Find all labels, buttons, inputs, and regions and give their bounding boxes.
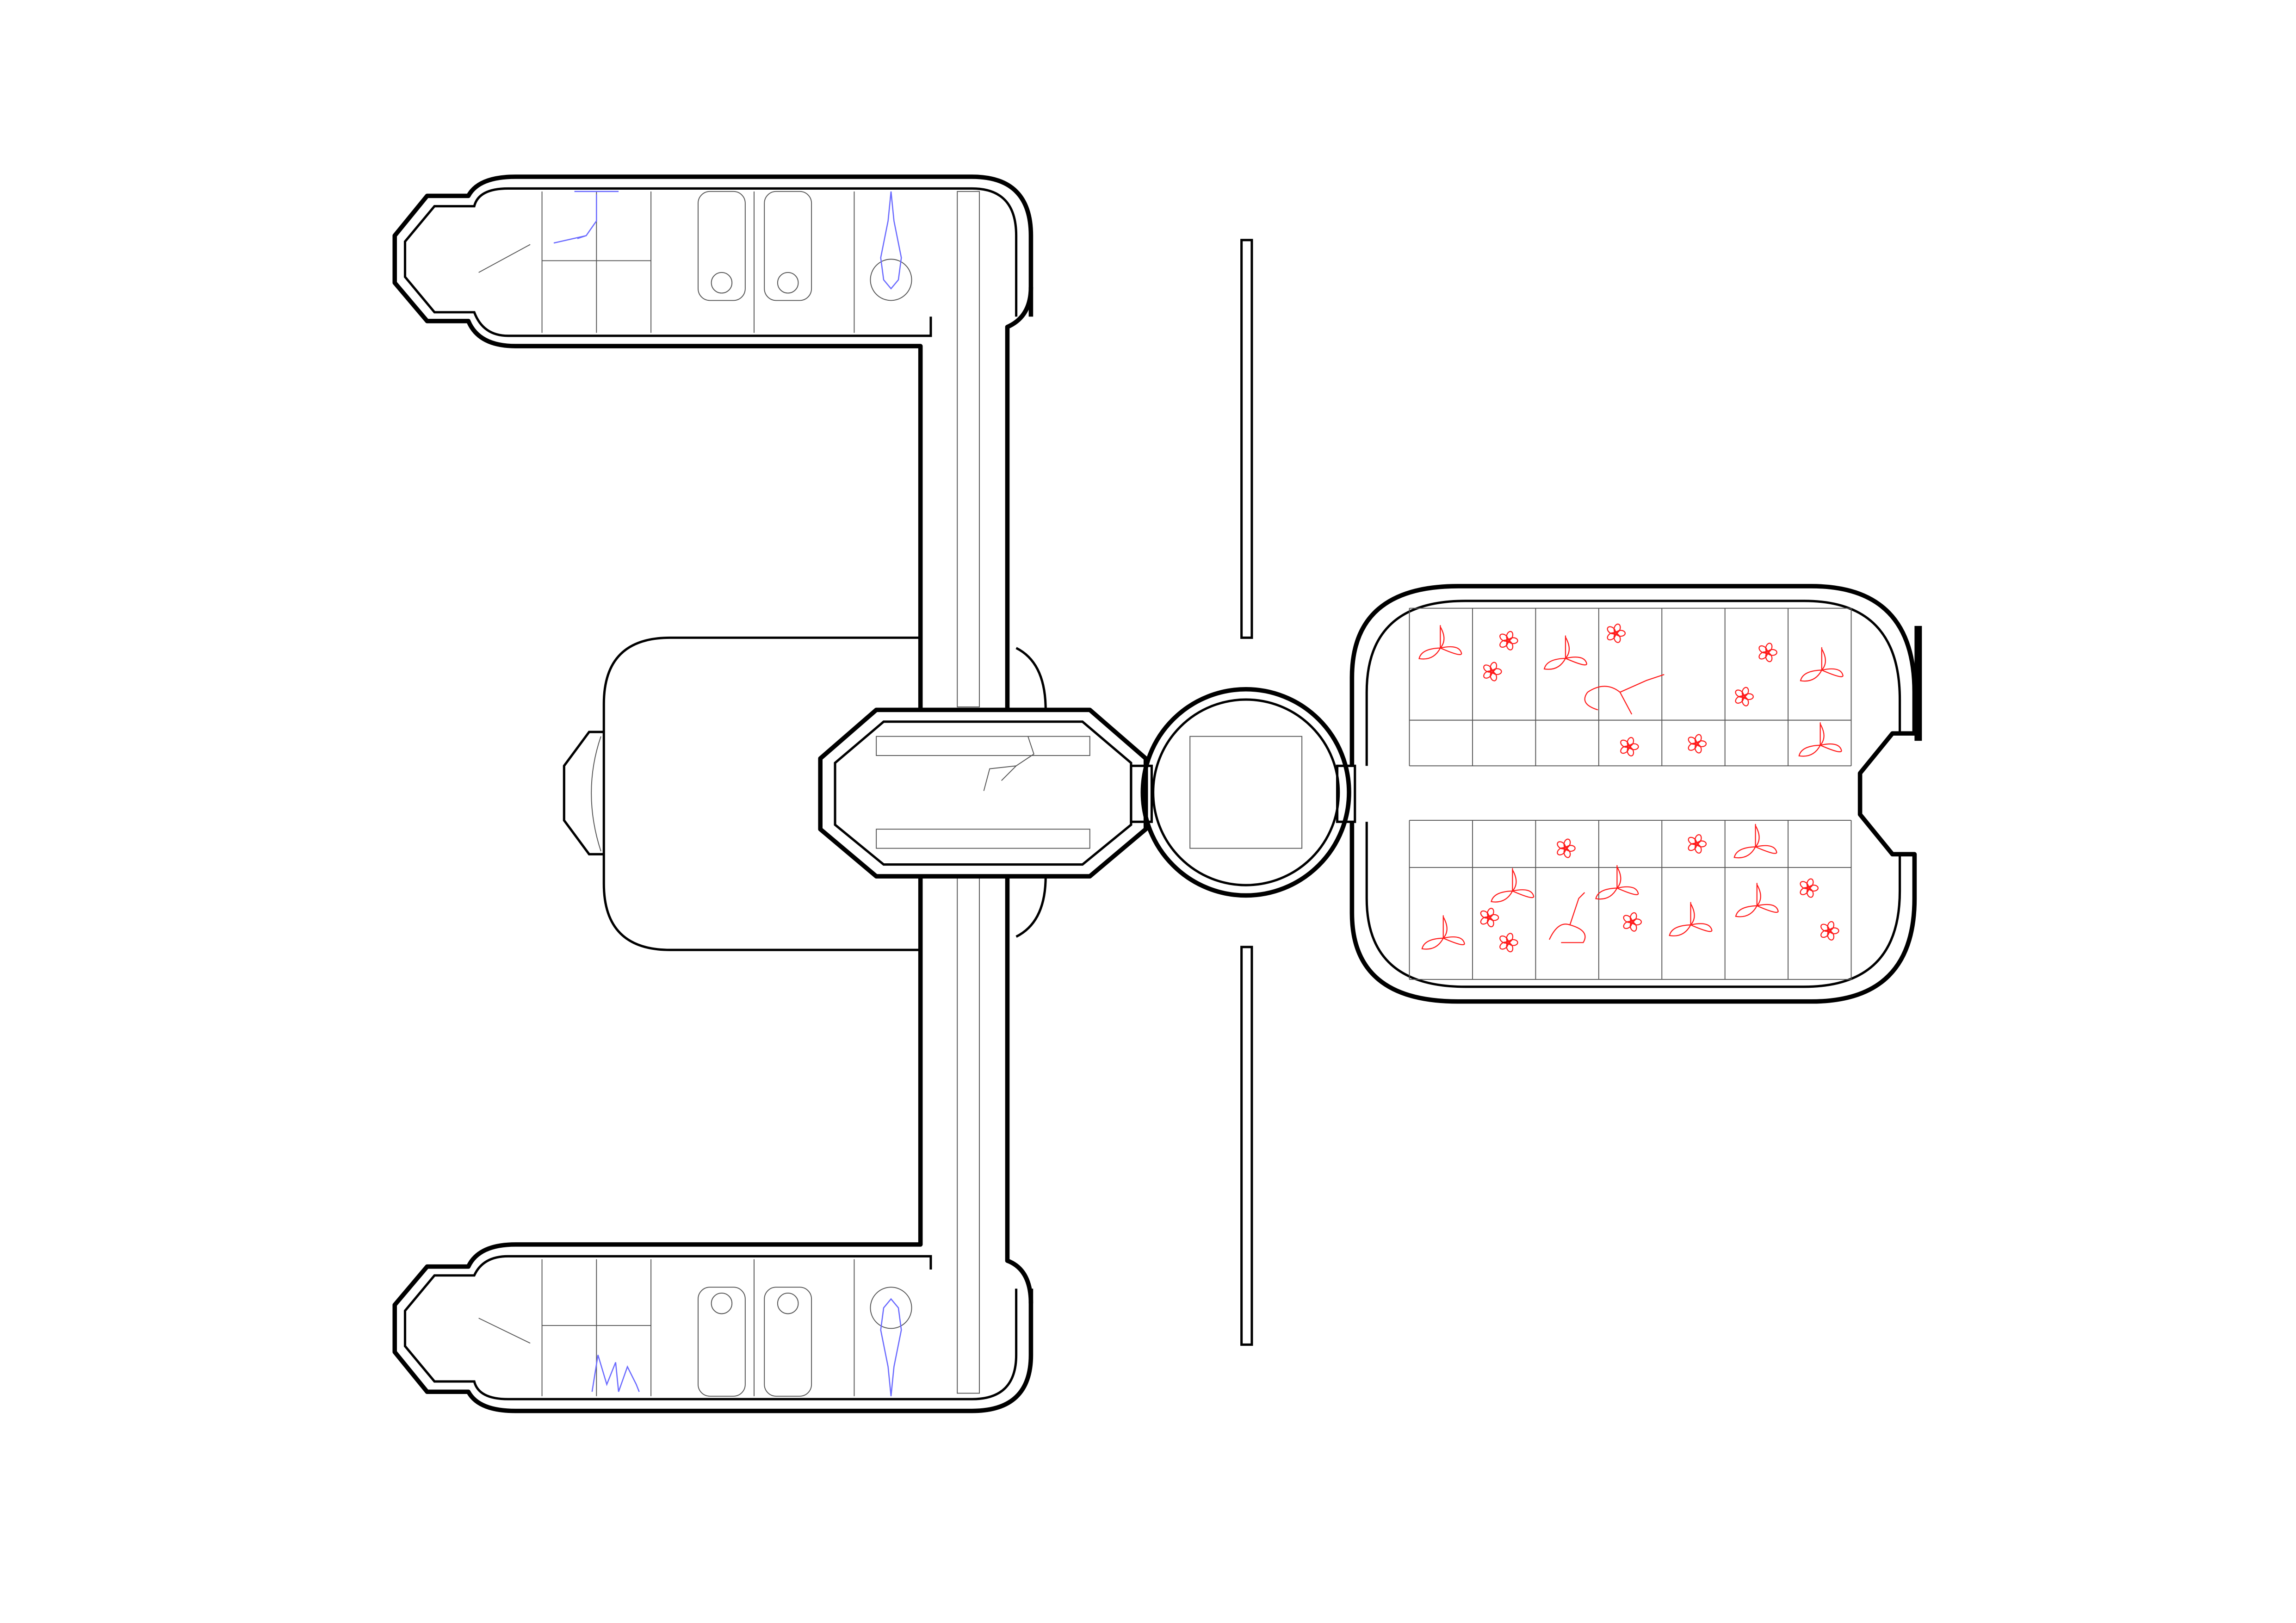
robotic-arm-icon [553, 191, 619, 244]
plant-icon [591, 1355, 640, 1392]
central-hub [563, 636, 1148, 951]
flower-icon [1499, 631, 1518, 650]
flower-icon [1735, 687, 1754, 706]
flower-icon [1499, 933, 1518, 953]
monstera-leaf-icon [1418, 625, 1462, 660]
monstera-leaf-icon [1669, 902, 1713, 936]
spherical-node [1130, 687, 1356, 898]
greenhouse-plants [1418, 623, 1844, 953]
flower-icon [1820, 921, 1839, 941]
ladder-icon [957, 191, 980, 707]
monstera-leaf-icon [1595, 865, 1639, 900]
flower-icon [1623, 912, 1642, 932]
greenhouse-module [1349, 584, 1922, 1004]
greenhouse-grid [1409, 607, 1852, 980]
top-habitat-module [392, 174, 1034, 710]
bottom-habitat-module [392, 876, 1034, 1413]
monstera-leaf-icon [1800, 647, 1844, 682]
floating-figure-icon [1548, 892, 1586, 943]
monstera-leaf-icon [1543, 635, 1587, 670]
monstera-leaf-icon [1491, 868, 1535, 903]
flower-icon [1620, 737, 1639, 756]
monstera-leaf-icon [1735, 883, 1779, 917]
sleep-pod-icon [764, 191, 812, 301]
standing-figure-icon [880, 191, 902, 290]
floating-figure-icon [1584, 674, 1665, 715]
flower-icon [1483, 662, 1502, 681]
ladder-icon [957, 877, 980, 1394]
seated-figure-icon [983, 736, 1034, 791]
flower-icon [1688, 734, 1707, 754]
monstera-leaf-icon [1421, 915, 1465, 950]
sleep-pod-icon [698, 191, 746, 301]
solar-panel-icon [1240, 946, 1253, 1346]
flower-icon [1800, 878, 1819, 898]
monstera-leaf-icon [1733, 824, 1777, 859]
monstera-leaf-icon [1798, 722, 1842, 757]
flower-icon [1607, 623, 1626, 643]
flower-icon [1688, 834, 1707, 854]
flower-icon [1480, 908, 1499, 928]
flower-icon [1557, 838, 1576, 858]
solar-mast [1240, 239, 1253, 1346]
sleep-pod-icon [698, 1287, 746, 1397]
standing-figure-icon [880, 1298, 902, 1396]
flower-icon [1758, 643, 1777, 663]
sleep-pod-icon [764, 1287, 812, 1397]
solar-panel-icon [1240, 239, 1253, 639]
